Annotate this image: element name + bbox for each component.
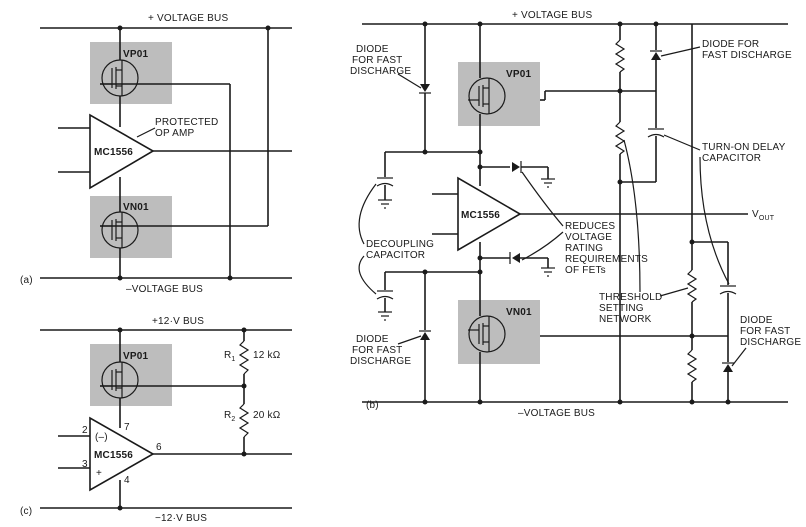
c-r2-label: R2	[224, 410, 236, 423]
svg-text:NETWORK: NETWORK	[599, 314, 652, 325]
c-r1-resistor	[238, 340, 250, 375]
svg-text:FAST DISCHARGE: FAST DISCHARGE	[702, 50, 792, 61]
c-r1-label: R1	[224, 350, 236, 363]
c-pin6: 6	[156, 442, 162, 453]
a-vbus-bottom-label: –VOLTAGE BUS	[126, 284, 203, 295]
svg-text:VOLTAGE: VOLTAGE	[565, 232, 612, 243]
b-diode-top-left	[420, 84, 430, 92]
a-opamp-symbol	[89, 113, 155, 190]
svg-text:REDUCES: REDUCES	[565, 221, 615, 232]
b-diode-upper-small	[512, 162, 520, 172]
b-vbus-top-label: + VOLTAGE BUS	[512, 10, 592, 21]
c-pin7: 7	[124, 422, 130, 433]
b-diode-bottom-right	[723, 364, 733, 372]
a-vbus-top-label: + VOLTAGE BUS	[148, 13, 228, 24]
c-vbus-bottom-label: −12·V BUS	[155, 513, 207, 524]
b-vn01-label: VN01	[506, 307, 532, 318]
c-vp01-label: VP01	[123, 351, 149, 362]
svg-text:DIODE: DIODE	[356, 334, 389, 345]
svg-text:DISCHARGE: DISCHARGE	[350, 66, 411, 77]
b-resistor-bottom	[686, 349, 698, 383]
c-opamp-symbol	[89, 416, 155, 492]
b-opamp-label: MC1556	[461, 210, 500, 221]
svg-text:DIODE: DIODE	[356, 44, 389, 55]
b-opamp-symbol	[457, 176, 522, 252]
c-panel-tag: (c)	[20, 506, 32, 517]
c-r2-resistor	[238, 403, 250, 438]
c-pin3: 3	[82, 459, 88, 470]
svg-text:DECOUPLING: DECOUPLING	[366, 239, 434, 250]
b-note-diode-bottom-left: DIODE FOR FAST DISCHARGE	[350, 334, 422, 367]
svg-text:DIODE: DIODE	[740, 315, 773, 326]
svg-text:THRESHOLD: THRESHOLD	[599, 292, 662, 303]
c-minus-sign: (–)	[95, 432, 108, 443]
c-vp01-box	[90, 344, 172, 406]
svg-text:REQUIREMENTS: REQUIREMENTS	[565, 254, 648, 265]
svg-text:FOR FAST: FOR FAST	[352, 55, 403, 66]
svg-text:RATING: RATING	[565, 243, 603, 254]
b-note-turnon-cap: TURN-ON DELAY CAPACITOR	[663, 134, 786, 285]
c-r2-value: 20 kΩ	[253, 410, 281, 421]
a-vp01-label: VP01	[123, 49, 149, 60]
b-diode-bottom-left	[420, 332, 430, 340]
b-note-diode-top-left: DIODE FOR FAST DISCHARGE	[350, 44, 422, 89]
b-note-decoupling-cap: DECOUPLING CAPACITOR	[358, 183, 434, 295]
svg-text:SETTING: SETTING	[599, 303, 644, 314]
panel-b: + VOLTAGE BUS –VOLTAGE BUS (b) VP01 VN01	[350, 10, 801, 419]
svg-text:DISCHARGE: DISCHARGE	[740, 337, 801, 348]
b-note-diode-top-right: DIODE FOR FAST DISCHARGE	[660, 39, 792, 61]
svg-text:CAPACITOR: CAPACITOR	[702, 153, 761, 164]
b-resistor-threshold	[614, 121, 626, 155]
b-resistor-threshold-lower	[686, 269, 698, 303]
svg-text:FOR FAST: FOR FAST	[740, 326, 791, 337]
a-vn01-box	[90, 196, 172, 258]
b-vp01-box	[458, 62, 540, 126]
svg-text:DISCHARGE: DISCHARGE	[350, 356, 411, 367]
b-vn01-box	[458, 300, 540, 364]
c-vbus-top-label: +12·V BUS	[152, 316, 204, 327]
b-vbus-bottom-label: –VOLTAGE BUS	[518, 408, 595, 419]
b-vp01-label: VP01	[506, 69, 532, 80]
panel-c: +12·V BUS −12·V BUS (c) VP01 MC1556 (–) …	[20, 316, 292, 524]
c-r1-value: 12 kΩ	[253, 350, 281, 361]
a-panel-tag: (a)	[20, 275, 33, 286]
b-vn01-mosfet-symbol	[468, 315, 506, 353]
b-panel-tag: (b)	[366, 400, 379, 411]
a-vp01-box	[90, 42, 172, 104]
c-plus-sign: +	[96, 468, 102, 479]
svg-text:TURN-ON DELAY: TURN-ON DELAY	[702, 142, 786, 153]
b-note-threshold: THRESHOLD SETTING NETWORK	[599, 139, 689, 325]
svg-text:OF FETs: OF FETs	[565, 265, 606, 276]
svg-text:CAPACITOR: CAPACITOR	[366, 250, 425, 261]
c-opamp-label: MC1556	[94, 450, 133, 461]
b-vp01-mosfet-symbol	[468, 77, 506, 115]
b-note-diode-bottom-right: DIODE FOR FAST DISCHARGE	[731, 315, 801, 367]
panel-a: + VOLTAGE BUS –VOLTAGE BUS (a) VP01 VN01	[20, 13, 292, 295]
c-pin4: 4	[124, 475, 130, 486]
a-note-line1: PROTECTED	[155, 117, 218, 128]
b-resistor-top	[614, 39, 626, 73]
b-vout-label: VOUT	[752, 209, 775, 222]
a-opamp-label: MC1556	[94, 147, 133, 158]
svg-text:DIODE FOR: DIODE FOR	[702, 39, 759, 50]
c-pin2: 2	[82, 425, 88, 436]
b-note-reduces: REDUCES VOLTAGE RATING REQUIREMENTS OF F…	[521, 171, 648, 276]
b-diode-lower-small	[512, 253, 520, 263]
a-note-line2: OP AMP	[155, 128, 194, 139]
a-vn01-label: VN01	[123, 202, 149, 213]
b-diode-top-right	[651, 52, 661, 60]
svg-text:FOR FAST: FOR FAST	[352, 345, 403, 356]
